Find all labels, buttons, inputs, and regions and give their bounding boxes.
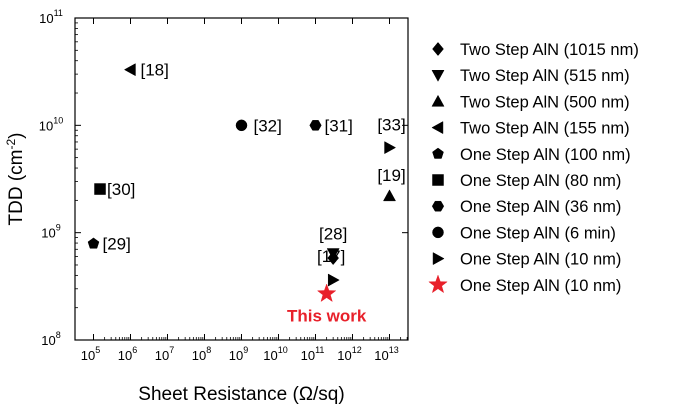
point-label: [32]: [254, 116, 282, 135]
legend-label: One Step AlN (10 nm): [460, 277, 621, 295]
legend-marker-triangle-down: [431, 70, 445, 82]
x-tick-label: 108: [192, 345, 211, 363]
y-tick-label: 1011: [39, 8, 63, 26]
x-tick-label: 1013: [374, 345, 398, 363]
data-point-triangle-right: [327, 273, 340, 287]
point-label: This work: [287, 307, 367, 326]
data-point-star: [316, 283, 337, 303]
data-point-triangle-up: [383, 189, 396, 202]
legend: Two Step AlN (1015 nm) Two Step AlN (515 …: [428, 41, 639, 295]
y-tick-label: 1010: [39, 115, 63, 133]
legend-label: One Step AlN (6 min): [460, 224, 616, 242]
data-point-triangle-down: [326, 248, 340, 261]
x-axis-title: Sheet Resistance (Ω/sq): [138, 384, 344, 405]
plot-frame: [74, 17, 409, 341]
plot-axes: 105 106 107 108 109 1010 1011 1012 1013 108 109 101…: [4, 8, 409, 405]
legend-marker-diamond: [432, 42, 444, 56]
point-label: [28]: [319, 224, 347, 243]
x-tick-label: 106: [118, 345, 137, 363]
point-label: [33]: [377, 116, 405, 135]
x-tick-label: 109: [229, 345, 248, 363]
data-point-hexagon: [309, 120, 322, 131]
legend-label: One Step AlN (10 nm): [460, 251, 621, 269]
point-label: [31]: [325, 116, 353, 135]
legend-label: One Step AlN (100 nm): [460, 146, 631, 164]
x-tick-label: 1010: [263, 345, 287, 363]
legend-label: One Step AlN (36 nm): [460, 198, 621, 216]
data-point-pentagon: [87, 237, 100, 249]
data-point-triangle-right: [384, 141, 397, 155]
legend-label: Two Step AlN (155 nm): [460, 120, 630, 138]
legend-marker-star: [428, 274, 448, 294]
point-label: [30]: [107, 180, 135, 199]
legend-marker-square: [432, 174, 444, 186]
legend-label: Two Step AlN (500 nm): [460, 93, 630, 111]
legend-marker-hexagon: [431, 200, 445, 212]
point-label: [18]: [141, 61, 169, 80]
x-tick-label: 1011: [301, 345, 325, 363]
data-point-triangle-left: [123, 63, 136, 77]
point-label: [17]: [317, 247, 345, 266]
point-label: [19]: [377, 166, 405, 185]
y-axis-title: TDD (cm-2): [4, 133, 27, 226]
legend-marker-triangle-up: [431, 94, 445, 107]
legend-label: One Step AlN (80 nm): [460, 172, 621, 190]
point-label: [29]: [103, 235, 131, 254]
x-tick-label: 107: [155, 345, 174, 363]
legend-marker-pentagon: [432, 147, 444, 159]
data-point-circle: [235, 119, 248, 132]
y-tick-label: 109: [41, 223, 60, 241]
legend-label: Two Step AlN (515 nm): [460, 67, 630, 85]
y-tick-label: 108: [41, 330, 60, 348]
data-points: [28] [19] [18] [29] [30] [31] [32] [33] [17] This…: [87, 61, 406, 326]
legend-marker-triangle-right: [432, 252, 445, 266]
data-point-square: [94, 183, 106, 195]
legend-label: Two Step AlN (1015 nm): [460, 41, 639, 59]
legend-marker-circle: [432, 226, 444, 239]
x-tick-label: 1012: [337, 345, 361, 363]
legend-marker-triangle-left: [431, 121, 444, 135]
x-tick-label: 105: [81, 345, 100, 363]
